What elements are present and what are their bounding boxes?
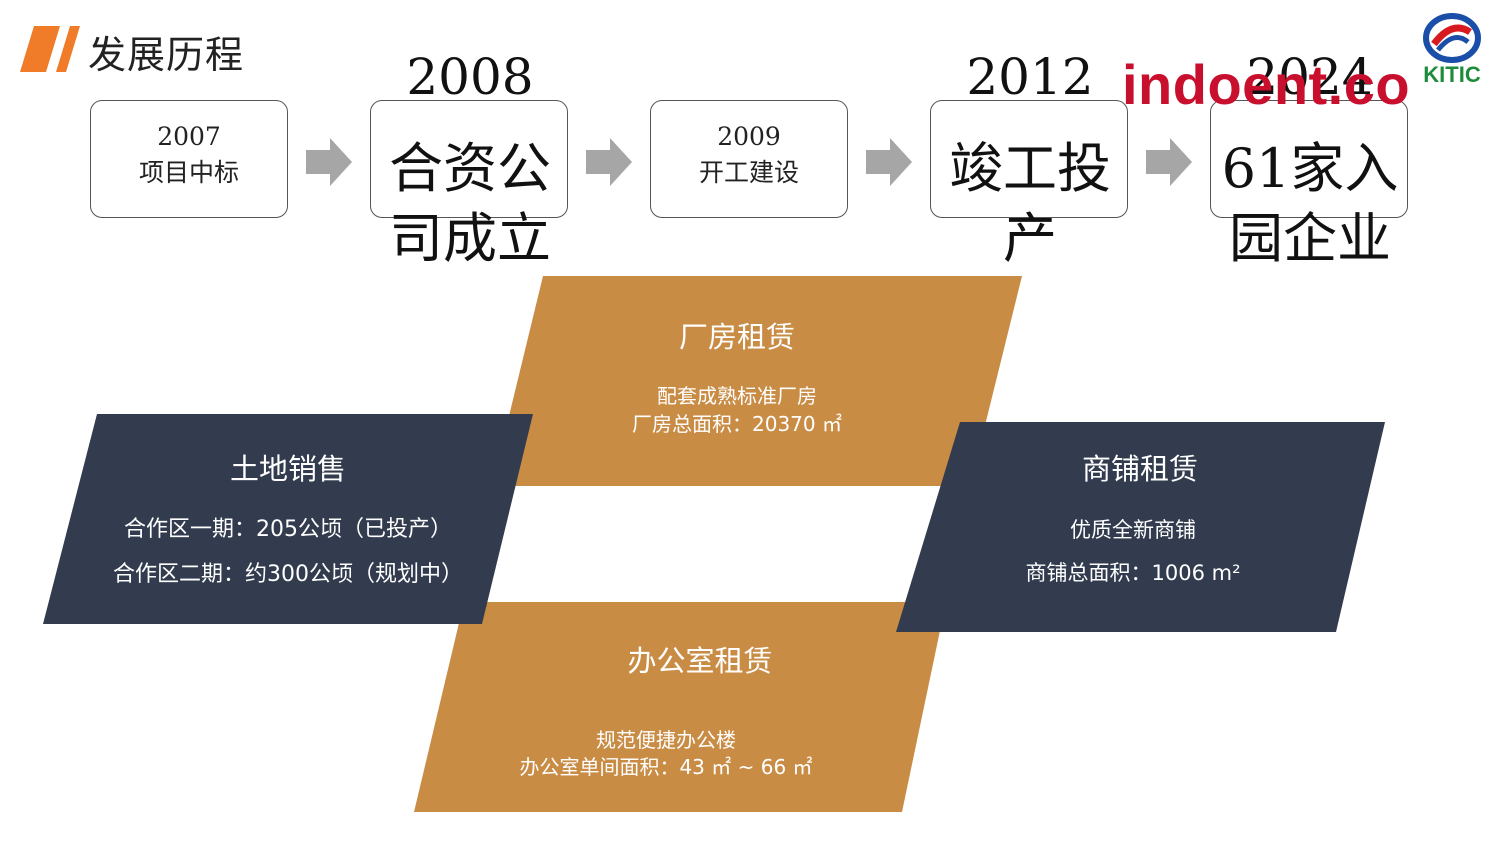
watermark: indoent.co bbox=[1122, 53, 1411, 116]
timeline-item-2024 bbox=[1210, 100, 1408, 218]
timeline-text: 项目中标 bbox=[138, 158, 239, 187]
timeline-year: 2009 bbox=[717, 122, 781, 151]
factory-rental-shape bbox=[492, 276, 1022, 486]
logo-emblem-icon bbox=[1423, 13, 1481, 63]
timeline-year: 2024 bbox=[1246, 48, 1374, 106]
arrow-right-icon bbox=[1146, 138, 1192, 186]
timeline-text: 61家入园企业 bbox=[1221, 137, 1399, 270]
office-rental-line2: 办公室单间面积：43 ㎡ ~ 66 ㎡ bbox=[519, 755, 813, 779]
title-accent-icon bbox=[20, 26, 80, 72]
timeline-year: 2007 bbox=[157, 122, 221, 151]
land-sales-shape bbox=[43, 414, 533, 624]
shop-rental-line2: 商铺总面积：1006 m² bbox=[1025, 561, 1241, 585]
arrow-right-icon bbox=[586, 138, 632, 186]
factory-rental-title: 厂房租赁 bbox=[678, 320, 795, 354]
arrow-right-icon bbox=[866, 138, 912, 186]
timeline-item-2012 bbox=[930, 100, 1128, 218]
office-rental-shape bbox=[414, 602, 946, 812]
timeline-text: 开工建设 bbox=[698, 158, 799, 187]
land-sales-line2: 合作区二期：约300公顷（规划中） bbox=[113, 562, 463, 587]
office-rental-title: 办公室租赁 bbox=[627, 644, 773, 678]
land-sales-title: 土地销售 bbox=[229, 452, 346, 486]
timeline-year: 2008 bbox=[406, 48, 534, 106]
shop-rental-shape bbox=[896, 422, 1385, 632]
kitic-logo: KITIC bbox=[1412, 12, 1492, 88]
timeline-item-2007: 2007 项目中标 bbox=[90, 100, 288, 218]
shop-rental-title: 商铺租赁 bbox=[1081, 452, 1198, 486]
shop-rental-line1: 优质全新商铺 bbox=[1070, 518, 1196, 542]
office-rental-line1: 规范便捷办公楼 bbox=[596, 728, 736, 752]
timeline-item-2009: 2009 开工建设 bbox=[650, 100, 848, 218]
timeline-item-2008 bbox=[370, 100, 568, 218]
timeline-text: 竣工投产 bbox=[949, 137, 1111, 270]
factory-rental-line1: 配套成熟标准厂房 bbox=[657, 384, 817, 408]
page-title: 发展历程 bbox=[88, 33, 245, 77]
land-sales-line1: 合作区一期：205公顷（已投产） bbox=[124, 517, 452, 542]
timeline-year: 2012 bbox=[966, 48, 1094, 106]
factory-rental-line2: 厂房总面积：20370 ㎡ bbox=[632, 412, 842, 436]
arrow-right-icon bbox=[306, 138, 352, 186]
timeline-text: 合资公司成立 bbox=[389, 137, 551, 270]
logo-text: KITIC bbox=[1423, 62, 1481, 87]
